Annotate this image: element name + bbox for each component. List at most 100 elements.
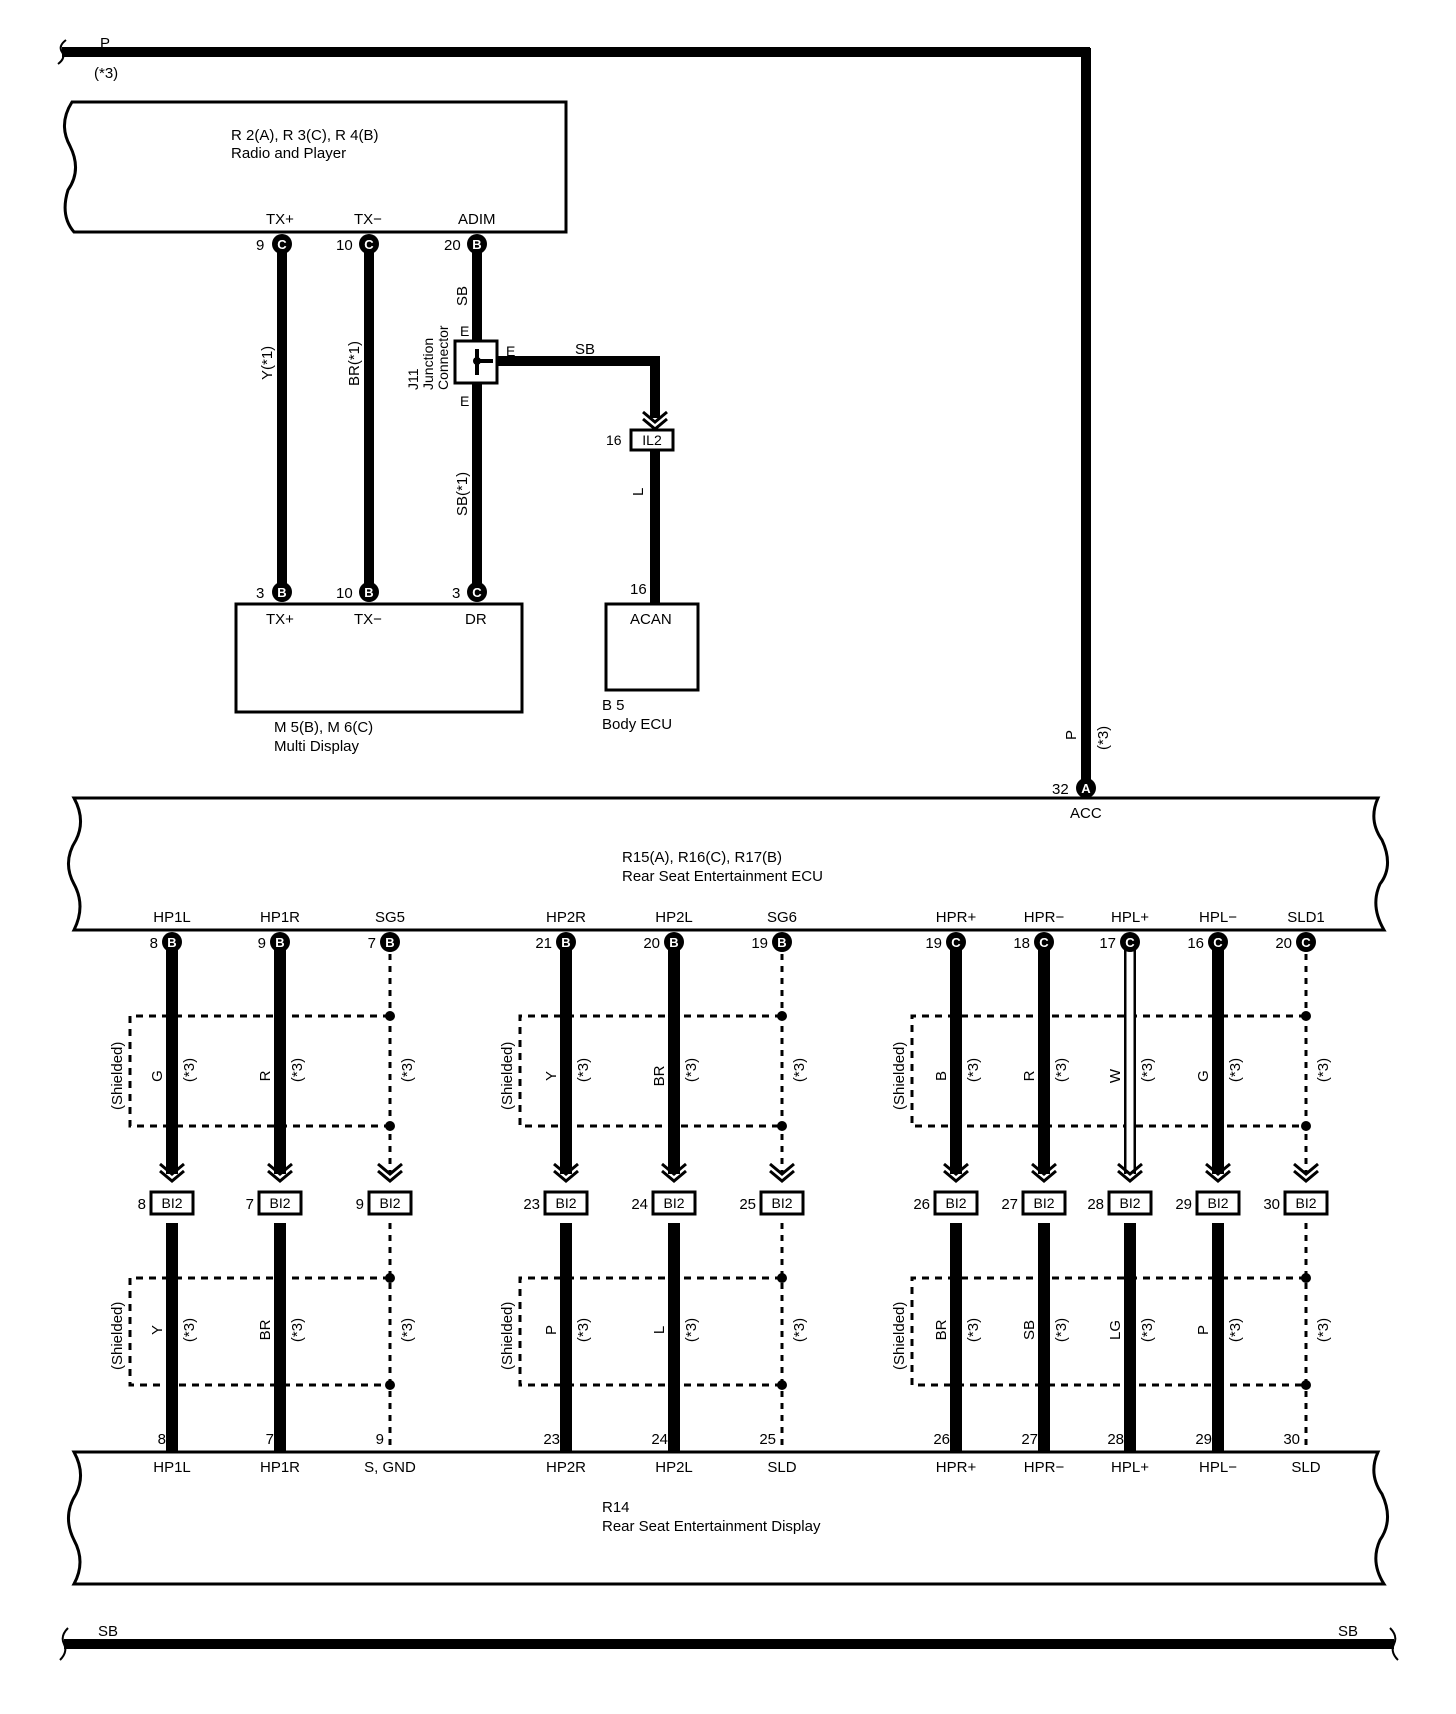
ch7-lower-note: (*3) [965,1318,982,1342]
ch4-lower-note: (*3) [575,1318,592,1342]
ch10-lower-note: (*3) [1227,1318,1244,1342]
ch8-disp-pin-label: HPR− [1024,1459,1065,1476]
ch7-bi2-label: BI2 [945,1195,966,1211]
ch9-bi2-box [1107,1190,1153,1216]
ch5-arrow-1 [661,1162,687,1176]
label-y1: Y(*1) [259,346,276,380]
ch7-upper-note: (*3) [965,1058,982,1082]
md-name: M 5(B), M 6(C) [274,719,373,736]
junction-pin-right: E [506,343,515,359]
ch10-disp-pin-label: HPL− [1199,1459,1237,1476]
ch1-ecu-connector-letter: B [167,935,176,950]
ch8-arrow-2 [1031,1169,1057,1183]
ch11-shield-dot-3 [1301,1273,1311,1283]
ch2-lower-note: (*3) [289,1318,306,1342]
ch11-ecu-pin-num: 20 [1275,935,1292,952]
ch4-ecu-connector [556,932,576,952]
ch5-disp-pin-num: 24 [651,1431,668,1448]
ch11-upper-note: (*3) [1315,1058,1332,1082]
md-conn-2: B [364,585,373,600]
ch7-bi2-box [933,1190,979,1216]
ch3-shield-dot-2 [385,1121,395,1131]
acc-wire-note: (*3) [1095,726,1112,750]
ch4-arrow-1 [553,1162,579,1176]
radio-pin-adim: ADIM [458,211,496,228]
bottom-sb-left: SB [98,1623,118,1640]
shield-label-l3: (Shielded) [891,1302,908,1370]
ch11-shield-dot-1 [1301,1011,1311,1021]
ch2-bi2-box [257,1190,303,1216]
ch3-bi2-box [367,1190,413,1216]
junction-pin-bottom: E [460,393,469,409]
ch11-ecu-connector [1296,932,1316,952]
shield-lower-2 [518,1276,782,1387]
ch8-bi2-label: BI2 [1033,1195,1054,1211]
ch10-bi2-num: 29 [1175,1196,1192,1213]
ch9-disp-pin-label: HPL+ [1111,1459,1149,1476]
ch11-ecu-pin-label: SLD1 [1287,909,1325,926]
ch8-lower-note: (*3) [1053,1318,1070,1342]
ch3-upper-note: (*3) [399,1058,416,1082]
label-sb-top: SB [454,286,471,306]
ch2-ecu-pin-num: 9 [258,935,266,952]
ch11-bi2-label: BI2 [1295,1195,1316,1211]
ch4-disp-pin-label: HP2R [546,1459,586,1476]
shield-label-l1: (Shielded) [109,1302,126,1370]
ch11-bi2-box [1283,1190,1329,1216]
ch3-shield-dot-1 [385,1011,395,1021]
ch8-ecu-pin-num: 18 [1013,935,1030,952]
radio-pin-num-2: 10 [336,237,353,254]
ch10-bi2-box [1195,1190,1241,1216]
ch3-shield-dot-3 [385,1273,395,1283]
ch3-arrow-2 [377,1169,403,1183]
ch6-ecu-pin-num: 19 [751,935,768,952]
md-pin-num-2: 10 [336,585,353,602]
body-ecu-subtitle: Body ECU [602,716,672,733]
ch6-ecu-connector-letter: B [777,935,786,950]
ch4-disp-pin-num: 23 [543,1431,560,1448]
label-l: L [630,488,647,496]
radio-conn-2: C [364,237,374,252]
radio-conn-3: B [472,237,481,252]
ch2-bi2-label: BI2 [269,1195,290,1211]
ch10-ecu-connector-letter: C [1213,935,1223,950]
md-pin-num-3: 3 [452,585,460,602]
il2-connector: IL2 16 [606,410,675,452]
ch4-upper-color: Y [543,1071,560,1081]
ch7-disp-pin-num: 26 [933,1431,950,1448]
ch1-bi2-num: 8 [138,1196,146,1213]
md-conn-3: C [472,585,482,600]
ch8-arrow-1 [1031,1162,1057,1176]
ch3-bi2-num: 9 [356,1196,364,1213]
il2-num: 16 [606,432,622,448]
ch7-ecu-pin-label: HPR+ [936,909,977,926]
body-ecu-pin: ACAN [630,611,672,628]
ch4-bi2-num: 23 [523,1196,540,1213]
ch5-arrow-2 [661,1169,687,1183]
ch1-ecu-pin-num: 8 [150,935,158,952]
ch4-upper-note: (*3) [575,1058,592,1082]
label-sb1: SB(*1) [454,472,471,516]
ch8-ecu-connector [1034,932,1054,952]
label-br1: BR(*1) [346,341,363,386]
ch3-disp-pin-label: S, GND [364,1459,416,1476]
ch3-arrow-1 [377,1162,403,1176]
radio-pin-tx-plus: TX+ [266,211,294,228]
ch6-bi2-num: 25 [739,1196,756,1213]
shield-upper-2 [518,1014,782,1128]
ch9-upper-color: W [1107,1068,1124,1083]
ch1-ecu-pin-label: HP1L [153,909,191,926]
ch6-arrow-1 [769,1162,795,1176]
ch9-lower-color: LG [1107,1320,1124,1340]
ch5-upper-note: (*3) [683,1058,700,1082]
ch10-disp-pin-num: 29 [1195,1431,1212,1448]
ch10-lower-color: P [1195,1325,1212,1335]
ch10-ecu-connector [1208,932,1228,952]
ch8-ecu-connector-letter: C [1039,935,1049,950]
radio-player-box: R 2(A), R 3(C), R 4(B) Radio and Player … [63,100,568,234]
bottom-sb-wire: SB SB [59,1623,1399,1661]
ch10-upper-note: (*3) [1227,1058,1244,1082]
junction-name: J11 [405,368,421,390]
ch3-lower-note: (*3) [399,1318,416,1342]
ch1-upper-color: G [149,1070,166,1082]
